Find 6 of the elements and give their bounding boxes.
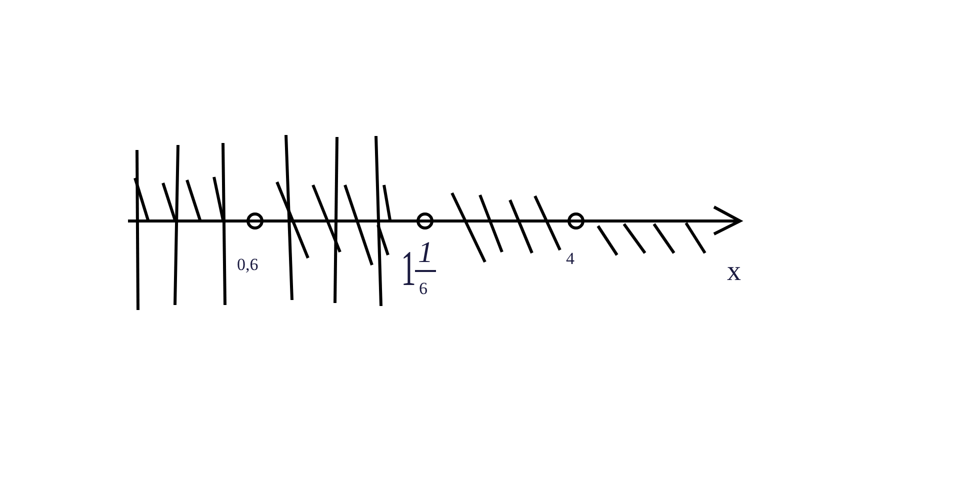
whole-number: 1 <box>401 243 416 293</box>
fraction-numerator: 1 <box>415 238 436 272</box>
point-label: 0,6 <box>237 256 258 273</box>
fraction-denominator: 6 <box>419 280 428 297</box>
point-label: 4 <box>566 250 574 267</box>
axis-label: x <box>727 258 741 286</box>
